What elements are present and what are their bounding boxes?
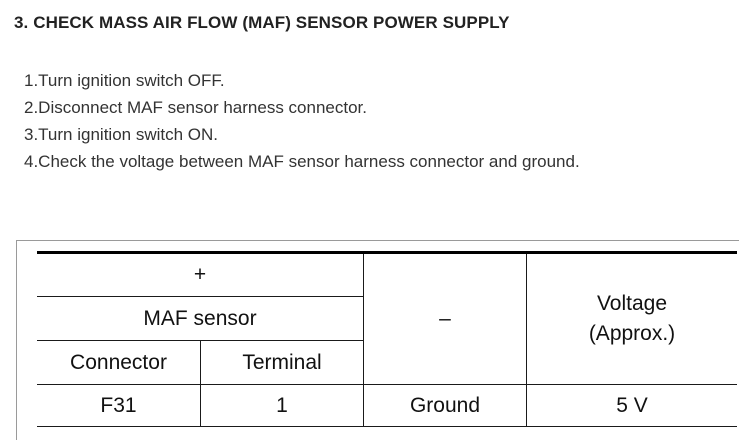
voltage-value-cell: 5 V	[526, 384, 737, 427]
table-frame	[16, 240, 739, 440]
voltage-header-sublabel: (Approx.)	[588, 322, 676, 345]
step-item: 4.Check the voltage between MAF sensor h…	[24, 152, 580, 171]
terminal-value-cell: 1	[200, 384, 364, 427]
minus-header-cell: –	[363, 251, 527, 385]
step-item: 3.Turn ignition switch ON.	[24, 125, 218, 144]
step-item: 2.Disconnect MAF sensor harness connecto…	[24, 98, 367, 117]
connector-header-cell: Connector	[37, 340, 201, 385]
section-heading: 3. CHECK MASS AIR FLOW (MAF) SENSOR POWE…	[14, 13, 510, 32]
procedure-steps: 1.Turn ignition switch OFF. 2.Disconnect…	[24, 67, 580, 175]
sensor-header-cell: MAF sensor	[37, 296, 364, 341]
voltage-spec-table: + – Voltage (Approx.) MAF sensor Connect…	[37, 251, 737, 427]
voltage-header-label: Voltage	[596, 292, 668, 315]
step-item: 1.Turn ignition switch OFF.	[24, 71, 225, 90]
connector-value-cell: F31	[37, 384, 201, 427]
terminal-header-cell: Terminal	[200, 340, 364, 385]
ground-value-cell: Ground	[363, 384, 527, 427]
voltage-header-cell: Voltage (Approx.)	[526, 251, 737, 385]
plus-header-cell: +	[37, 251, 364, 297]
